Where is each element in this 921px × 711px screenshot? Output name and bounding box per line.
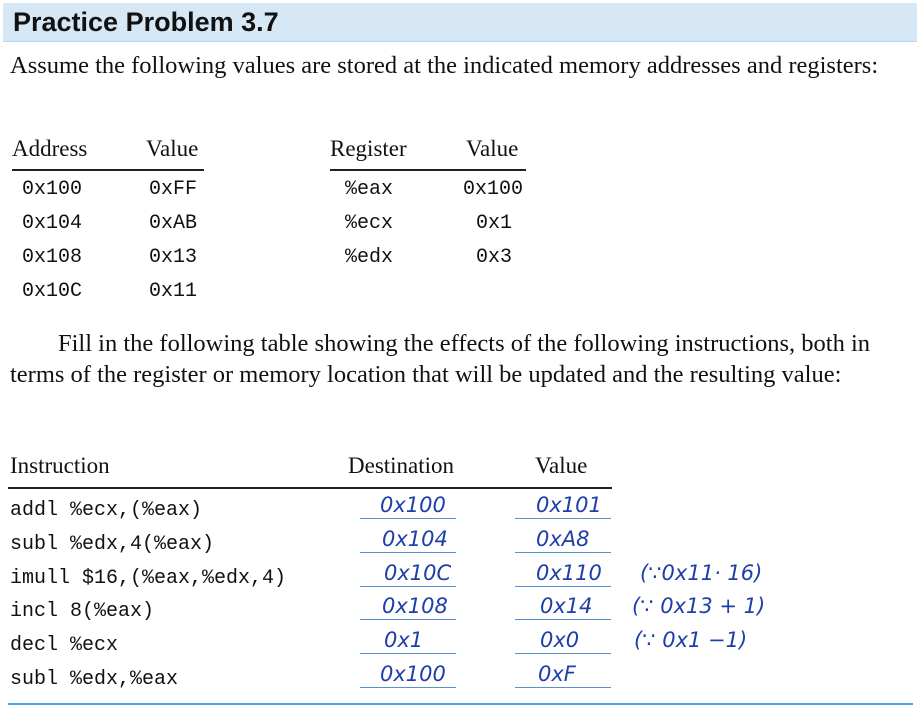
value-blank bbox=[515, 518, 611, 519]
instruction-cell: subl %edx,%eax bbox=[10, 668, 179, 691]
instruction-cell: imull $16,(%eax,%edx,4) bbox=[10, 567, 287, 590]
memory-header-value: Value bbox=[146, 136, 199, 161]
bottom-divider bbox=[8, 703, 913, 705]
address-cell: 0x10C bbox=[22, 280, 83, 303]
register-cell: %ecx bbox=[345, 212, 394, 235]
register-cell: %edx bbox=[345, 246, 394, 269]
value-blank bbox=[515, 586, 611, 587]
address-cell: 0x108 bbox=[22, 246, 83, 269]
calculation-note: (∵0x11· 16) bbox=[640, 561, 763, 585]
value-cell: 0x100 bbox=[463, 178, 524, 201]
register-header-register: Register bbox=[330, 136, 407, 161]
value-answer: 0x110 bbox=[536, 561, 602, 585]
register-header-value: Value bbox=[466, 136, 519, 161]
value-answer: 0x0 bbox=[540, 628, 580, 652]
answer-header-rule bbox=[8, 487, 612, 489]
value-blank bbox=[515, 552, 611, 553]
destination-blank bbox=[360, 552, 456, 553]
destination-answer: 0x100 bbox=[380, 493, 446, 517]
address-cell: 0x100 bbox=[22, 178, 83, 201]
instructions-paragraph: Fill in the following table showing the … bbox=[10, 330, 871, 388]
problem-title: Practice Problem 3.7 bbox=[13, 7, 279, 37]
destination-blank bbox=[360, 586, 456, 587]
value-answer: 0xF bbox=[538, 662, 576, 686]
memory-header-address: Address bbox=[12, 136, 88, 161]
value-cell: 0xAB bbox=[149, 212, 198, 235]
instruction-cell: decl %ecx bbox=[10, 634, 119, 657]
value-answer: 0x14 bbox=[540, 594, 593, 618]
destination-blank bbox=[360, 653, 456, 654]
value-answer: 0xA8 bbox=[536, 527, 590, 551]
title-band: Practice Problem 3.7 bbox=[3, 3, 917, 42]
register-header-rule bbox=[330, 169, 526, 171]
value-blank bbox=[515, 687, 611, 688]
value-cell: 0xFF bbox=[149, 178, 198, 201]
memory-header-rule bbox=[12, 169, 204, 171]
destination-answer: 0x100 bbox=[380, 662, 446, 686]
destination-blank bbox=[360, 687, 456, 688]
destination-answer: 0x10C bbox=[384, 561, 452, 585]
value-blank bbox=[515, 653, 611, 654]
instruction-cell: addl %ecx,(%eax) bbox=[10, 499, 203, 522]
answer-header-instruction: Instruction bbox=[10, 453, 110, 478]
answer-header-destination: Destination bbox=[348, 453, 455, 478]
value-cell: 0x13 bbox=[149, 246, 198, 269]
destination-answer: 0x104 bbox=[382, 527, 448, 551]
value-answer: 0x101 bbox=[536, 493, 602, 517]
value-cell: 0x1 bbox=[476, 212, 513, 235]
instruction-cell: subl %edx,4(%eax) bbox=[10, 533, 215, 556]
destination-blank bbox=[360, 518, 456, 519]
value-cell: 0x11 bbox=[149, 280, 198, 303]
instruction-cell: incl 8(%eax) bbox=[10, 600, 155, 623]
register-cell: %eax bbox=[345, 178, 394, 201]
destination-blank bbox=[360, 619, 456, 620]
destination-answer: 0x108 bbox=[382, 594, 448, 618]
value-cell: 0x3 bbox=[476, 246, 513, 269]
intro-paragraph: Assume the following values are stored a… bbox=[10, 52, 879, 79]
calculation-note: (∵ 0x1 −1) bbox=[634, 628, 748, 652]
address-cell: 0x104 bbox=[22, 212, 83, 235]
calculation-note: (∵ 0x13 + 1) bbox=[632, 594, 766, 618]
answer-header-value: Value bbox=[535, 453, 588, 478]
value-blank bbox=[515, 619, 611, 620]
destination-answer: 0x1 bbox=[384, 628, 424, 652]
